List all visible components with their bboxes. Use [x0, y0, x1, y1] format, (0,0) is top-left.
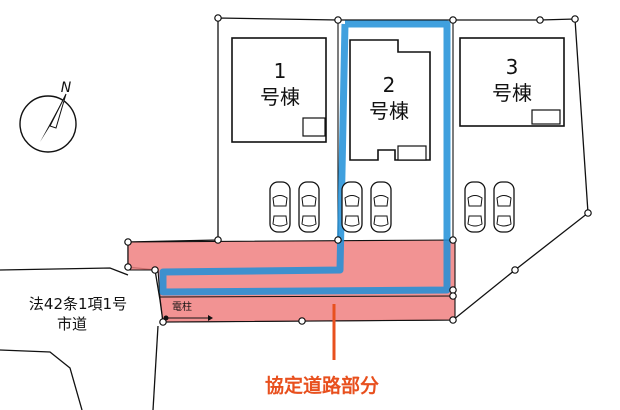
- road-edge-top: [0, 267, 129, 276]
- utility-pole-label: 電柱: [172, 300, 192, 313]
- building-1-name: 号棟: [260, 85, 300, 109]
- boundary-point: [124, 263, 132, 271]
- road-edge-right: [152, 325, 159, 410]
- parking-cars: [269, 181, 515, 233]
- parked-car-icon: [298, 181, 320, 233]
- road-classification: 法42条1項1号: [29, 295, 127, 313]
- boundary-point: [449, 292, 457, 300]
- building-2-porch: [397, 145, 427, 161]
- building-2-name: 号棟: [369, 99, 409, 123]
- parked-car-icon: [370, 181, 392, 233]
- utility-pole-marker: [163, 315, 213, 321]
- parked-car-icon: [269, 181, 291, 233]
- access-route: [159, 20, 451, 296]
- boundary-point: [214, 14, 222, 22]
- parked-car-icon: [464, 181, 486, 233]
- boundary-point: [449, 316, 457, 324]
- road-edge-bottom: [0, 349, 83, 410]
- north-arrow-icon: [19, 93, 77, 153]
- agreement-road-inner-line: [159, 295, 456, 298]
- boundary-point: [449, 236, 457, 244]
- boundary-point: [449, 16, 457, 24]
- parked-car-icon: [341, 181, 363, 233]
- parked-car-icon: [493, 181, 515, 233]
- road-type: 市道: [57, 315, 87, 333]
- building-3-name: 号棟: [492, 81, 532, 105]
- building-2-number: 2: [383, 73, 396, 97]
- building-3-number: 3: [506, 55, 519, 79]
- building-2-outline: [349, 39, 431, 161]
- building-1-porch: [302, 117, 326, 137]
- boundary-point: [298, 317, 306, 325]
- boundary-point: [151, 266, 159, 274]
- boundary-point: [124, 238, 132, 246]
- boundary-points: [124, 14, 592, 326]
- boundary-point: [511, 266, 519, 274]
- boundary-point: [334, 236, 342, 244]
- boundary-point: [334, 16, 342, 24]
- boundary-point: [159, 318, 167, 326]
- agreement-road-label: 協定道路部分: [265, 374, 379, 397]
- boundary-point: [584, 209, 592, 217]
- building-3-porch: [531, 109, 561, 125]
- boundary-point: [571, 15, 579, 23]
- building-1-number: 1: [274, 59, 287, 83]
- boundary-point: [536, 16, 544, 24]
- compass-label: N: [61, 80, 72, 96]
- boundary-point: [214, 236, 222, 244]
- agreement-road-area: [127, 239, 456, 323]
